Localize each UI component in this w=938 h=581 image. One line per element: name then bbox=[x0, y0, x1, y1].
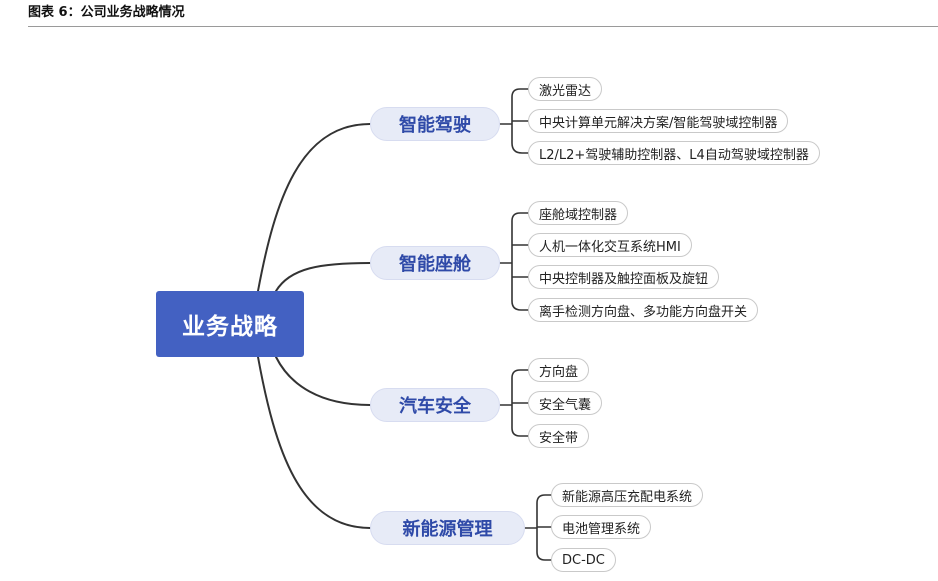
connector-branch-1-leaves bbox=[499, 88, 529, 154]
leaf-node: 中央控制器及触控面板及旋钮 bbox=[528, 265, 720, 289]
root-label: 业务战略 bbox=[182, 314, 278, 340]
leaf-label: 安全带 bbox=[539, 430, 579, 446]
caption-label: 图表 6： bbox=[28, 5, 81, 20]
leaf-node: 方向盘 bbox=[528, 358, 590, 382]
leaf-node: 新能源高压充配电系统 bbox=[551, 483, 704, 507]
leaf-label: DC-DC bbox=[562, 552, 605, 568]
connector-branch-2-leaves bbox=[499, 212, 529, 311]
branch-label: 汽车安全 bbox=[399, 396, 471, 417]
leaf-label: 激光雷达 bbox=[539, 83, 592, 99]
leaf-node: 中央计算单元解决方案/智能驾驶域控制器 bbox=[528, 109, 789, 133]
branch-node-intelligent-driving: 智能驾驶 bbox=[370, 107, 500, 141]
branch-label: 智能驾驶 bbox=[399, 115, 471, 136]
leaf-label: 中央控制器及触控面板及旋钮 bbox=[539, 271, 709, 287]
leaf-node: L2/L2+驾驶辅助控制器、L4自动驾驶域控制器 bbox=[528, 141, 820, 165]
connector-root-branch-4 bbox=[257, 356, 371, 529]
leaf-node: 人机一体化交互系统HMI bbox=[528, 233, 692, 257]
leaf-node: 离手检测方向盘、多功能方向盘开关 bbox=[528, 298, 759, 322]
leaf-label: 新能源高压充配电系统 bbox=[562, 489, 693, 505]
leaf-label: 方向盘 bbox=[539, 364, 579, 380]
leaf-node: 安全带 bbox=[528, 424, 590, 448]
connector-root-branch-3 bbox=[275, 356, 371, 406]
connector-branch-4-leaves bbox=[524, 494, 552, 561]
leaf-node: DC-DC bbox=[551, 548, 616, 572]
leaf-label: L2/L2+驾驶辅助控制器、L4自动驾驶域控制器 bbox=[539, 147, 809, 163]
leaf-label: 座舱域控制器 bbox=[539, 207, 618, 223]
figure-caption: 图表 6：公司业务战略情况 bbox=[28, 3, 938, 27]
leaf-label: 人机一体化交互系统HMI bbox=[539, 239, 681, 255]
connector-branch-3-leaves bbox=[499, 369, 529, 437]
branch-node-new-energy-management: 新能源管理 bbox=[370, 511, 525, 545]
branch-label: 新能源管理 bbox=[402, 519, 493, 540]
leaf-label: 中央计算单元解决方案/智能驾驶域控制器 bbox=[539, 115, 778, 131]
root-node: 业务战略 bbox=[156, 291, 304, 357]
branch-node-vehicle-safety: 汽车安全 bbox=[370, 388, 500, 422]
leaf-label: 电池管理系统 bbox=[562, 521, 641, 537]
leaf-node: 激光雷达 bbox=[528, 77, 603, 101]
leaf-node: 安全气囊 bbox=[528, 391, 603, 415]
leaf-label: 离手检测方向盘、多功能方向盘开关 bbox=[539, 304, 748, 320]
leaf-label: 安全气囊 bbox=[539, 397, 592, 413]
branch-node-intelligent-cockpit: 智能座舱 bbox=[370, 246, 500, 280]
leaf-node: 座舱域控制器 bbox=[528, 201, 629, 225]
caption-title: 公司业务战略情况 bbox=[80, 5, 185, 20]
leaf-node: 电池管理系统 bbox=[551, 515, 652, 539]
connector-root-branch-2 bbox=[275, 262, 371, 292]
branch-label: 智能座舱 bbox=[399, 254, 471, 275]
connector-root-branch-1 bbox=[257, 123, 371, 292]
